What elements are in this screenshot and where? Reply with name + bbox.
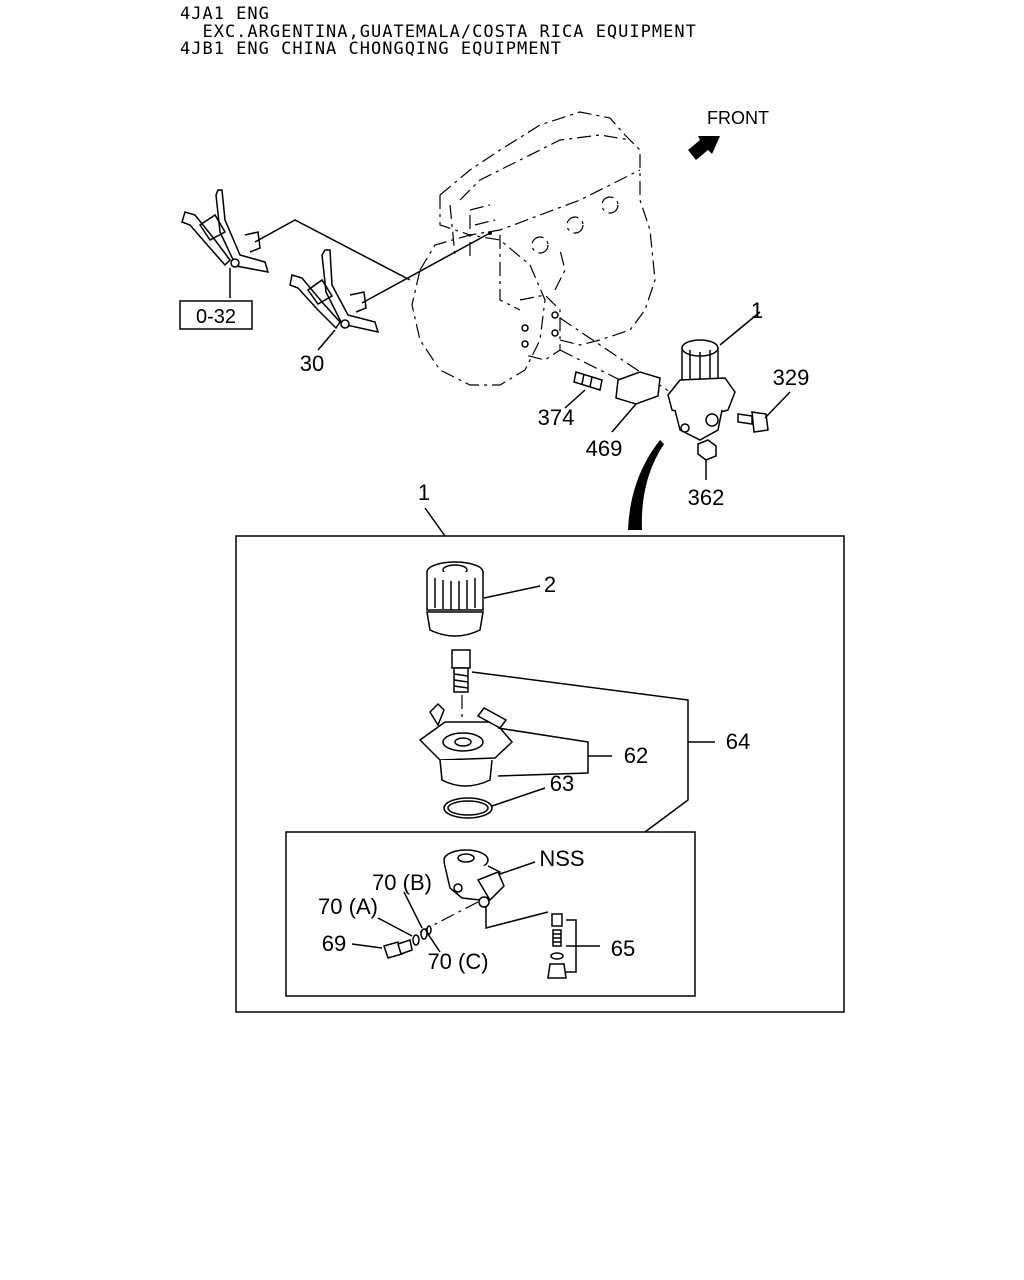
header-line-3: 4JB1 ENG CHINA CHONGQING EQUIPMENT [180,39,562,59]
callout-469: 469 [586,436,623,461]
valve-set-65: 65 [547,913,635,979]
o-ring-63: 63 [443,771,574,819]
callout-69: 69 [322,931,346,956]
callout-70c: 70 (C) [427,949,488,974]
callout-70b: 70 (B) [372,870,432,895]
header-line-2: EXC.ARGENTINA,GUATEMALA/COSTA RICA EQUIP… [180,22,697,42]
subdetail-frame [285,831,696,997]
callout-62: 62 [624,743,648,768]
callout-374: 374 [538,405,575,430]
filter-body-nss: NSS [419,846,585,933]
callout-nss: NSS [539,846,584,871]
nut-362: 362 [688,439,725,510]
stud-374: 374 [538,371,603,430]
coolant-pipe-30: 30 [289,231,492,376]
callout-30: 30 [300,351,324,376]
callout-2: 2 [544,572,556,597]
filter-cartridge-2: 2 [426,561,556,637]
detail-leader [424,507,446,537]
callout-1-top: 1 [751,298,763,323]
callout-329: 329 [773,365,810,390]
reference-box-label: 0-32 [196,306,236,328]
bolt-329: 329 [737,365,810,433]
center-bolt: 64 [451,649,750,833]
gasket-469: 469 [586,371,661,461]
detail-indicator-arrow [628,440,664,530]
callout-70a: 70 (A) [318,894,378,919]
callout-64: 64 [726,729,750,754]
callout-362: 362 [688,485,725,510]
oil-filter-assembly-installed: 1 [521,298,763,441]
detail-frame [235,535,845,1013]
header-line-1: 4JA1 ENG [180,4,270,24]
callout-65: 65 [611,936,635,961]
engine-block [411,111,656,386]
coolant-pipe-reference: 0-32 [179,189,411,330]
filter-head-62: 62 [418,702,648,787]
callout-63: 63 [550,771,574,796]
callout-1-detail: 1 [418,480,430,505]
front-label: FRONT [707,108,769,128]
front-arrow: FRONT [688,108,769,160]
plug-69-and-seals-70: 69 70 (A) 70 (B) 70 (C) [318,870,489,974]
